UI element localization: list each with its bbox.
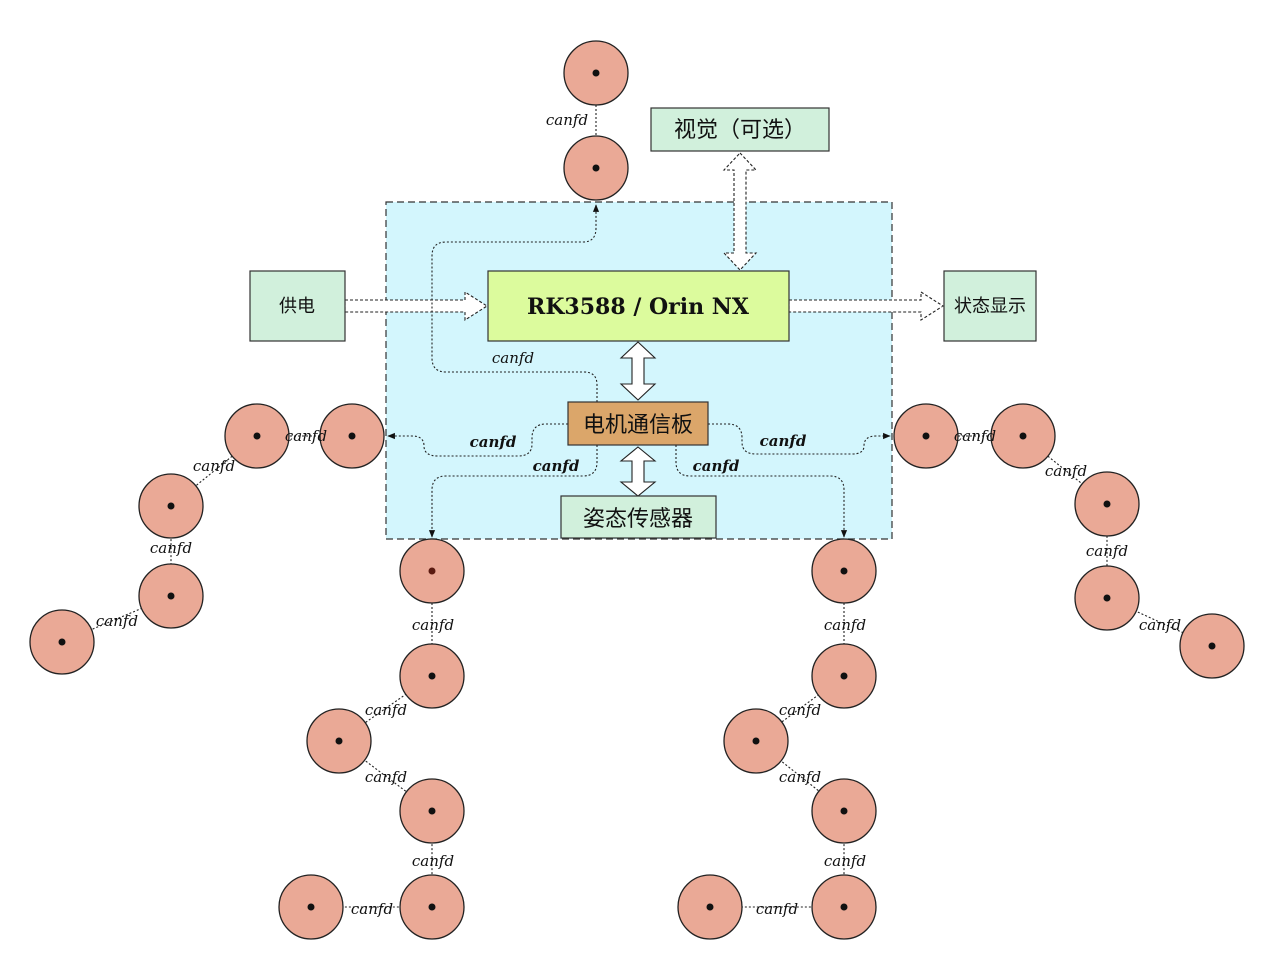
edge-label: canfd <box>756 900 798 918</box>
power-label: 供电 <box>279 296 315 317</box>
routing-lines <box>387 204 891 538</box>
joint-nodes <box>29 40 1245 940</box>
main-motor-arrow <box>619 341 657 401</box>
edge-label-right-leg: canfd <box>693 457 740 475</box>
route-right-arm <box>708 423 891 455</box>
main-label: RK3588 / Orin NX <box>527 294 750 320</box>
imu-label: 姿态传感器 <box>583 507 693 532</box>
box-motor-board: 电机通信板 <box>567 401 709 446</box>
edge-label: canfd <box>779 768 821 786</box>
edge-label-right-arm: canfd <box>760 432 807 450</box>
edge-label: canfd <box>193 457 235 475</box>
edge-label-left-arm: canfd <box>470 433 517 451</box>
route-right-leg <box>675 445 848 538</box>
edge-label: canfd <box>824 616 866 634</box>
edge-label: canfd <box>824 852 866 870</box>
edge-label: canfd <box>779 701 821 719</box>
edge-label: canfd <box>1045 462 1087 480</box>
route-head <box>431 204 600 402</box>
edge-label: canfd <box>351 900 393 918</box>
motor-board-label: 电机通信板 <box>583 413 693 438</box>
main-to-status-arrow <box>788 290 945 322</box>
edge-label-head: canfd <box>492 349 534 367</box>
vision-label: 视觉（可选） <box>674 118 806 143</box>
edge-label: canfd <box>1139 616 1181 634</box>
edge-label: canfd <box>1086 542 1128 560</box>
edge-label-left-leg: canfd <box>533 457 580 475</box>
edge-label: canfd <box>150 539 192 557</box>
box-status: 状态显示 <box>943 270 1037 342</box>
edge-label: canfd <box>954 427 996 445</box>
edge-label: canfd <box>365 701 407 719</box>
status-label: 状态显示 <box>954 296 1026 317</box>
vision-main-arrow <box>722 152 758 271</box>
board-edge-labels: canfd canfd canfd canfd canfd <box>470 349 807 475</box>
route-left-arm <box>387 423 568 457</box>
box-vision: 视觉（可选） <box>650 107 830 152</box>
box-imu: 姿态传感器 <box>560 495 717 539</box>
edge-label: canfd <box>412 852 454 870</box>
edge-label: canfd <box>365 768 407 786</box>
box-power: 供电 <box>249 270 346 342</box>
edge-label: canfd <box>412 616 454 634</box>
edge-label: canfd <box>285 427 327 445</box>
chain-edge-labels: canfd canfd canfd canfd canfd canfd canf… <box>96 111 1181 918</box>
box-main: RK3588 / Orin NX <box>487 270 790 342</box>
joint-center-dots <box>58 69 1216 911</box>
edge-label: canfd <box>546 111 588 129</box>
edge-label: canfd <box>96 612 138 630</box>
power-to-main-arrow <box>344 290 489 322</box>
route-left-leg <box>428 445 598 538</box>
